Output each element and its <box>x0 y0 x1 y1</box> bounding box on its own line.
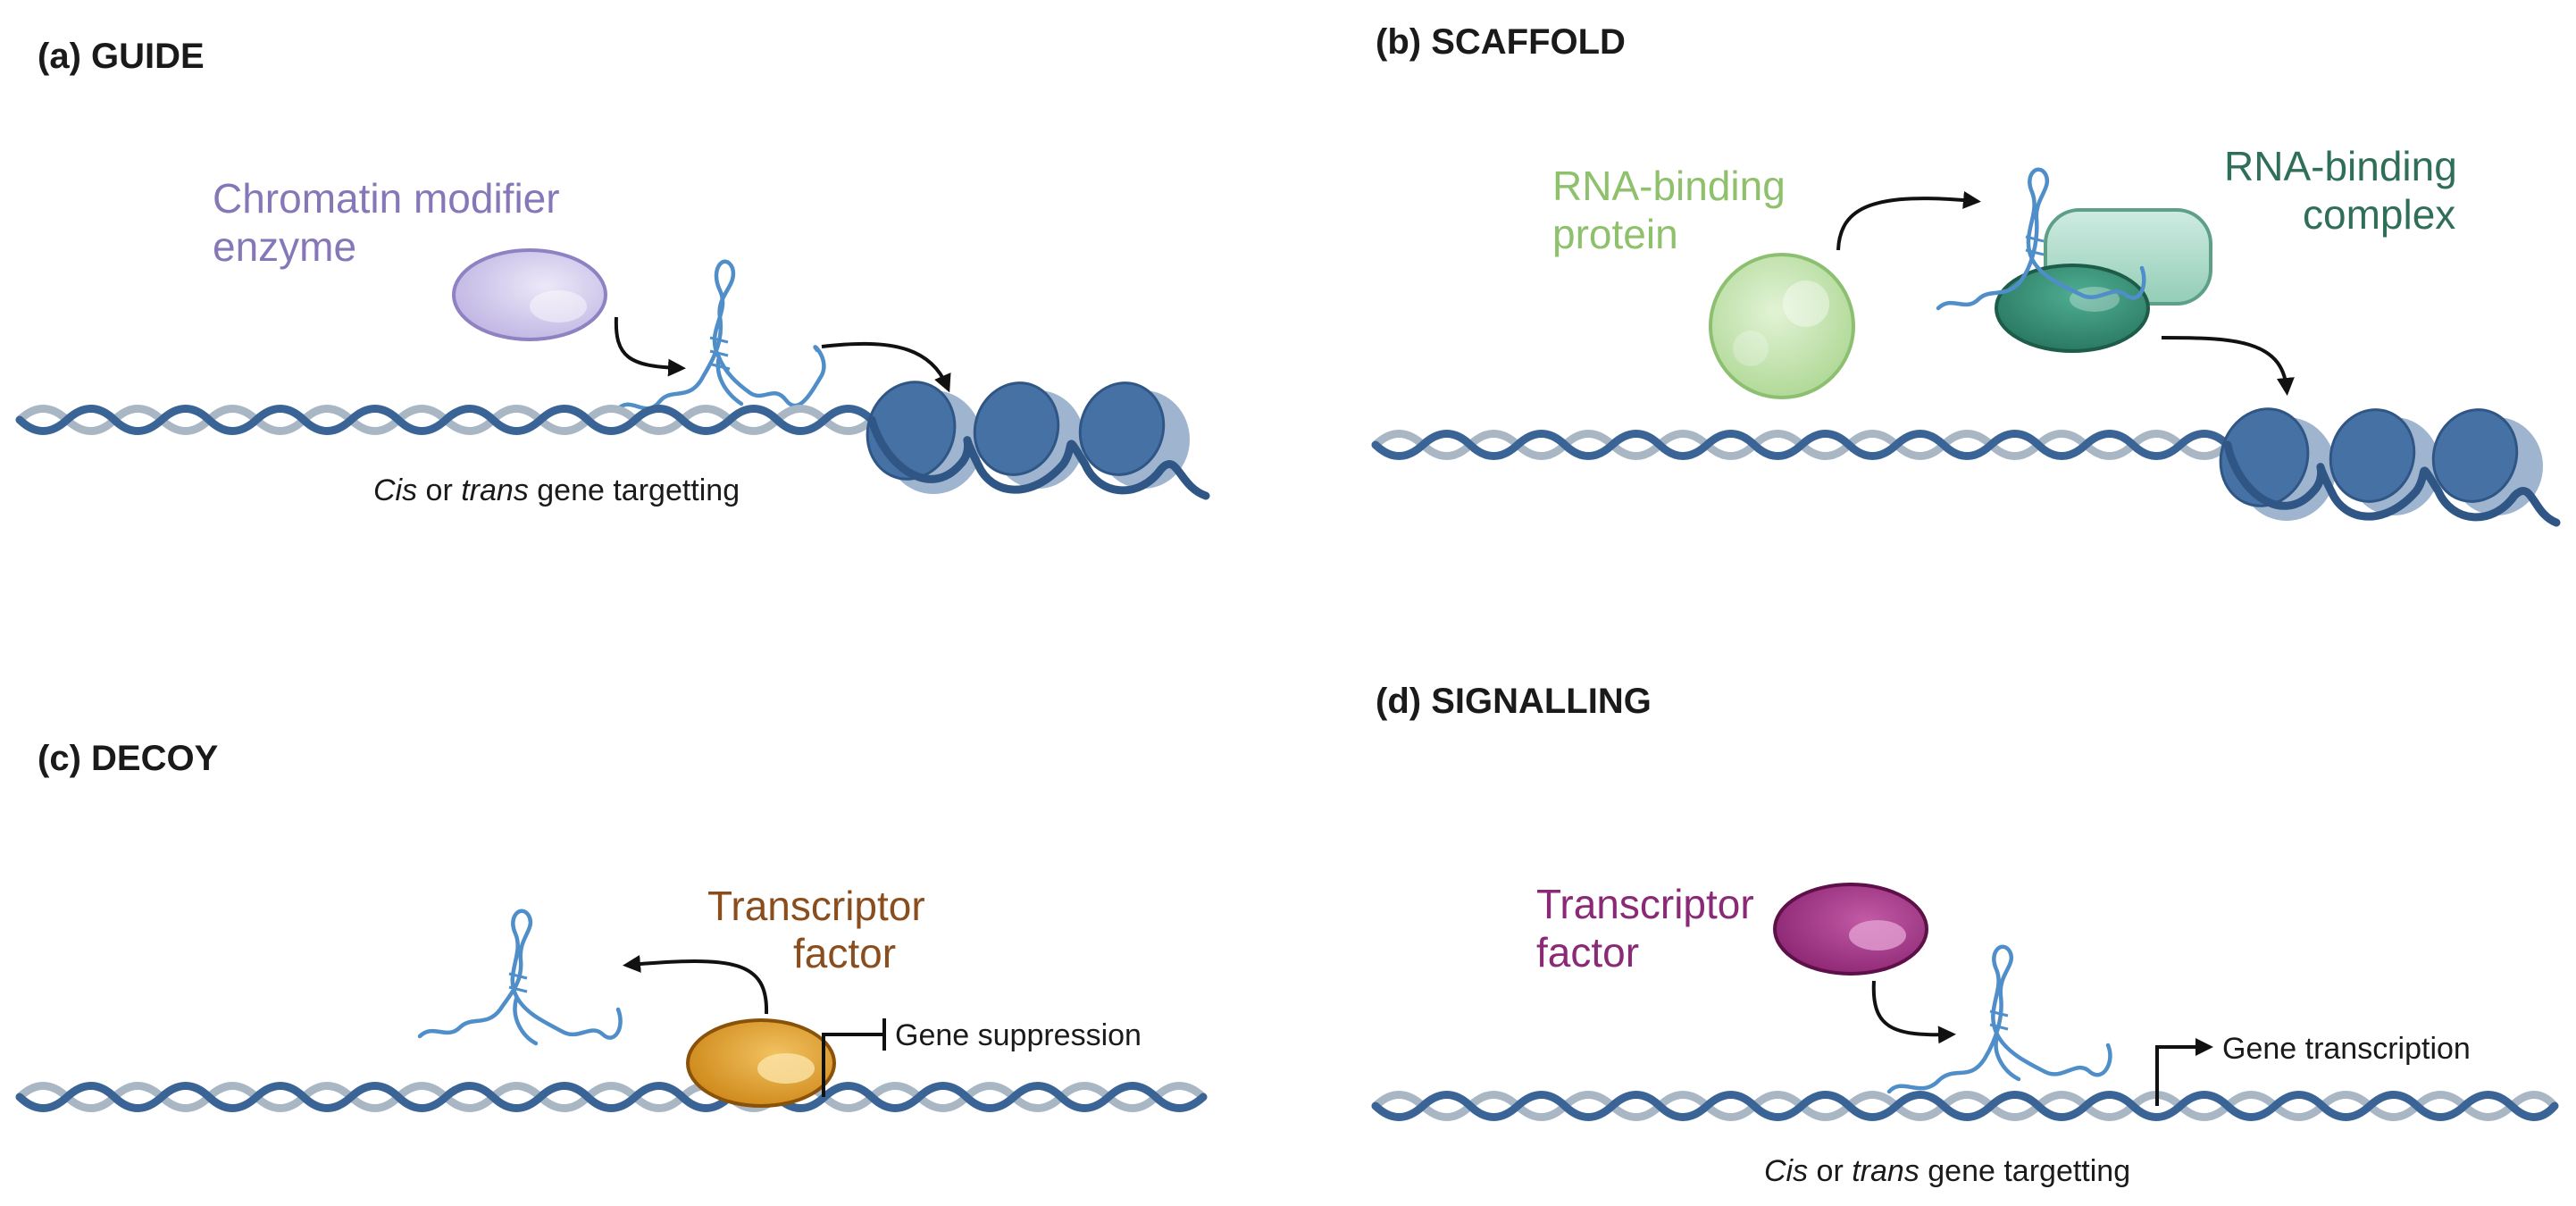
protein-label-line1: Transcriptor <box>707 883 925 929</box>
panel-scaffold: (b) SCAFFOLD RNA-binding protein RNA-bin… <box>1371 22 2561 527</box>
rna-binding-protein-icon <box>1709 253 1855 399</box>
bind-arrow-icon <box>614 316 686 377</box>
complex-label-line2: complex <box>2303 191 2455 238</box>
dna-helix-icon <box>1371 1091 2559 1121</box>
gene-suppression-label: Gene suppression <box>895 1018 1142 1052</box>
panel-signalling: (d) SIGNALLING Transcriptor factor Gene … <box>1371 682 2559 1188</box>
panel-title-signalling: (d) SIGNALLING <box>1376 682 1652 721</box>
lncrna-icon <box>614 259 826 414</box>
panel-guide: (a) GUIDE Chromatin modifier enzyme <box>15 37 1210 507</box>
assemble-arrow-icon <box>1836 190 1981 251</box>
dna-helix-icon <box>1371 430 2232 460</box>
transcription-factor-icon <box>686 1018 836 1108</box>
protein-label-line1: Transcriptor <box>1536 881 1754 927</box>
lncrna-icon <box>1936 167 2146 311</box>
protein-label-line2: protein <box>1552 211 1678 257</box>
lncrna-icon <box>417 909 623 1046</box>
panel-decoy: (c) DECOY Transcriptor factor Gene suppr… <box>15 739 1208 1112</box>
dna-helix-icon <box>15 405 876 435</box>
dna-helix-icon <box>15 1082 1208 1112</box>
protein-label-line2: factor <box>793 930 896 976</box>
target-arrow-icon <box>2161 336 2295 396</box>
chromatin-modifier-enzyme-icon <box>452 248 607 341</box>
target-arrow-icon <box>821 341 951 393</box>
gene-transcription-label: Gene transcription <box>2222 1032 2471 1066</box>
protein-label-line1: Chromatin modifier <box>213 175 560 222</box>
lncrna-icon <box>1886 944 2112 1094</box>
transcription-factor-icon <box>1773 883 1928 976</box>
protein-label-line1: RNA-binding <box>1552 163 1786 209</box>
sequester-arrow-icon <box>623 954 769 1015</box>
protein-label-line2: factor <box>1536 929 1639 976</box>
protein-label-line2: enzyme <box>213 223 356 270</box>
panel-title-guide: (a) GUIDE <box>38 37 205 76</box>
repression-bar-icon <box>822 1033 884 1097</box>
panel-title-decoy: (c) DECOY <box>38 739 219 778</box>
panel-title-scaffold: (b) SCAFFOLD <box>1376 22 1626 62</box>
chromatin-fiber <box>2223 440 2561 527</box>
complex-label-line1: RNA-binding <box>2224 143 2457 189</box>
promoter-arrow-icon <box>2155 1038 2213 1106</box>
caption-guide: Cis or trans gene targetting <box>373 473 740 507</box>
bind-arrow-icon <box>1871 980 1956 1044</box>
chromatin-fiber <box>867 415 1210 500</box>
caption-signalling: Cis or trans gene targetting <box>1764 1154 2130 1188</box>
